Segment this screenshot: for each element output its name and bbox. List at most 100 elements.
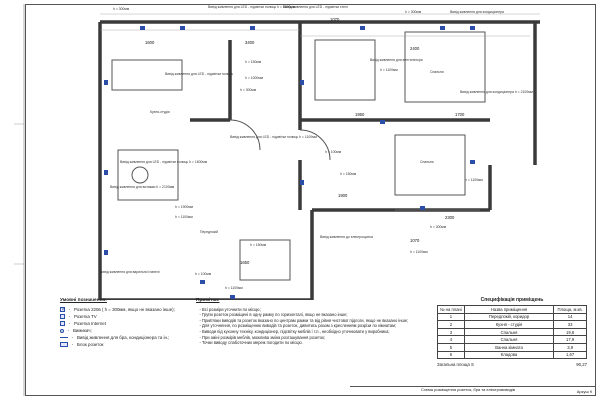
callout-label: h = 300мм bbox=[430, 225, 447, 229]
spec-num: 3 bbox=[437, 327, 465, 337]
room-label: Спальня bbox=[420, 160, 434, 164]
spec-row: 4 Спальня 17,9 bbox=[437, 335, 587, 344]
spec-num: 6 bbox=[437, 350, 465, 360]
spec-name: Спальня bbox=[463, 327, 555, 337]
dimension-label: 2300 bbox=[445, 215, 455, 220]
binding-margin bbox=[8, 4, 25, 396]
legend-label: Блок розеток bbox=[77, 342, 104, 347]
total-label: Загальна площа S bbox=[437, 362, 474, 368]
callout-label: Вивід живлення для LED - підсвітки полиц… bbox=[230, 135, 317, 139]
spec-num: 2 bbox=[437, 320, 465, 329]
callout-label: Вивід живлення для кондиціонера bbox=[450, 10, 504, 14]
callout-label: h = 300мм bbox=[405, 10, 422, 14]
spec-header-row: № на плані Назва приміщення Площа, м.кв. bbox=[437, 305, 587, 314]
callout-label: Вивід живлення для LED - підсвітки полиц… bbox=[208, 5, 296, 9]
spec-area: 33 bbox=[553, 320, 587, 329]
callout-label: h = 150мм bbox=[340, 172, 357, 176]
spec-header: Назва приміщення bbox=[463, 305, 555, 314]
callout-label: Вивід живлення для вентилятора bbox=[370, 58, 423, 62]
legend-row: - Блок розеток bbox=[60, 341, 190, 348]
callout-label: h = 1100мм bbox=[465, 178, 483, 182]
legend-label: Вимикач; bbox=[73, 328, 92, 333]
callout-label: h = 150мм bbox=[250, 243, 267, 247]
spec-header: Площа, м.кв. bbox=[553, 305, 587, 314]
total-area: Загальна площа S 90,27 bbox=[437, 362, 587, 367]
callout-label: h = 1000мм bbox=[245, 76, 263, 80]
note-item: При зміні розмірів меблів, можлива зміна… bbox=[202, 335, 416, 341]
spec-name: Кухня - студія bbox=[463, 320, 555, 329]
legend-row: - Розетка Internet bbox=[60, 320, 190, 327]
spec-header: № на плані bbox=[437, 305, 465, 314]
legend-row: - Вивід живлення для бра, кондиціонера т… bbox=[60, 334, 190, 341]
note-item: Виводи під кухонну техніку, кондиціонер,… bbox=[202, 329, 416, 335]
legend-label: Розетка TV bbox=[74, 314, 97, 319]
callout-label: h = 1100мм bbox=[225, 286, 243, 290]
note-item: Прив'язки виводів та розеток вказано по … bbox=[202, 318, 416, 324]
spec-table: № на плані Назва приміщення Площа, м.кв.… bbox=[437, 305, 587, 360]
dimension-label: 1070 bbox=[330, 17, 340, 22]
callout-label: h = 300мм bbox=[113, 7, 130, 11]
floor-plan bbox=[98, 13, 540, 300]
drawing-description: Схема розміщення розеток, бра та електро… bbox=[420, 387, 516, 392]
room-label: Спальня bbox=[430, 70, 444, 74]
note-item: Групи розеток розміщені в одну рамку по … bbox=[202, 312, 416, 318]
spec-num: 4 bbox=[437, 335, 465, 344]
switch-icon bbox=[60, 328, 64, 333]
callout-label: Вивід живлення для кондиціонера h = 2100… bbox=[460, 90, 533, 94]
socket-block-icon bbox=[60, 342, 68, 347]
notes-title: Примітки: bbox=[196, 298, 220, 303]
callout-label: h = 1100мм bbox=[410, 250, 428, 254]
spec-title: Специфікація приміщень bbox=[480, 297, 544, 303]
legend: Умовні позначення: - Розетка 220в ( h = … bbox=[60, 298, 190, 383]
spec-row: 5 Ванна кімната 3,9 bbox=[437, 342, 587, 352]
dimension-label: 3400 bbox=[245, 40, 255, 45]
spec-row: 1 Передпокій, коридор 14 bbox=[437, 312, 587, 322]
callout-label: h = 100мм bbox=[325, 150, 342, 154]
dimension-label: 1700 bbox=[455, 112, 465, 117]
room-label: Передпокій bbox=[200, 230, 218, 234]
dimension-label: 1650 bbox=[240, 260, 250, 265]
spec-area: 14 bbox=[553, 312, 587, 322]
spec-area: 19,6 bbox=[553, 327, 587, 337]
callout-label: h = 1100мм bbox=[175, 215, 193, 219]
legend-title: Умовні позначення: bbox=[60, 298, 107, 303]
spec-area: 1,67 bbox=[553, 350, 587, 360]
note-item: Для уточнення, по розміщенню виводів та … bbox=[202, 323, 416, 329]
callout-label: Вивід живлення для LED - підсвітки полиц… bbox=[120, 160, 208, 164]
note-item: Точки виводу слаботочних мереж погодити … bbox=[202, 340, 416, 346]
legend-label: Вивід живлення для бра, кондиціонера та … bbox=[77, 335, 170, 340]
dimension-label: 1600 bbox=[145, 40, 155, 45]
power-outlet-icon bbox=[60, 337, 68, 338]
dimension-label: 1900 bbox=[338, 193, 348, 198]
internet-socket-icon bbox=[60, 321, 65, 326]
room-specification: Специфікація приміщень № на плані Назва … bbox=[437, 297, 587, 367]
spec-num: 5 bbox=[437, 342, 465, 352]
legend-row: - Вимикач; bbox=[60, 327, 190, 334]
sheet-number: Аркуш 9 bbox=[576, 389, 592, 394]
spec-row: 6 Кладова 1,67 bbox=[437, 350, 587, 360]
spec-name: Передпокій, коридор bbox=[463, 312, 555, 322]
legend-label: Розетка Internet bbox=[74, 321, 106, 326]
notes-list: Всі розміри уточнити по місцю; Групи роз… bbox=[196, 307, 416, 346]
title-block: Схема розміщення розеток, бра та електро… bbox=[350, 386, 596, 397]
spec-area: 17,9 bbox=[553, 335, 587, 344]
spec-row: 2 Кухня - студія 33 bbox=[437, 320, 587, 329]
dimension-label: 1070 bbox=[410, 238, 420, 243]
drawing-frame bbox=[25, 4, 596, 396]
legend-label: Розетка 220в ( h = 300мм, якщо не вказан… bbox=[74, 307, 175, 312]
notes: Примітки: Всі розміри уточнити по місцю;… bbox=[196, 298, 416, 346]
callout-label: Вивід живлення для витяжки h = 2100мм bbox=[110, 185, 175, 189]
callout-label: h = 1900мм bbox=[175, 205, 193, 209]
legend-row: - Розетка 220в ( h = 300мм, якщо не вказ… bbox=[60, 306, 190, 313]
callout-label: Вивід живлення для LED - підсвітки стелі bbox=[283, 5, 348, 9]
dimension-label: 1950 bbox=[355, 112, 365, 117]
socket-icon bbox=[60, 307, 65, 313]
total-value: 90,27 bbox=[576, 362, 587, 368]
callout-label: h = 300мм bbox=[240, 88, 257, 92]
spec-name: Спальня bbox=[463, 335, 555, 344]
spec-name: Кладова bbox=[463, 350, 555, 360]
spec-name: Ванна кімната bbox=[463, 342, 555, 352]
callout-label: Вивід живлення для варильної панелі bbox=[100, 270, 160, 274]
callout-label: Вивід живлення до електрощитка bbox=[320, 235, 373, 239]
